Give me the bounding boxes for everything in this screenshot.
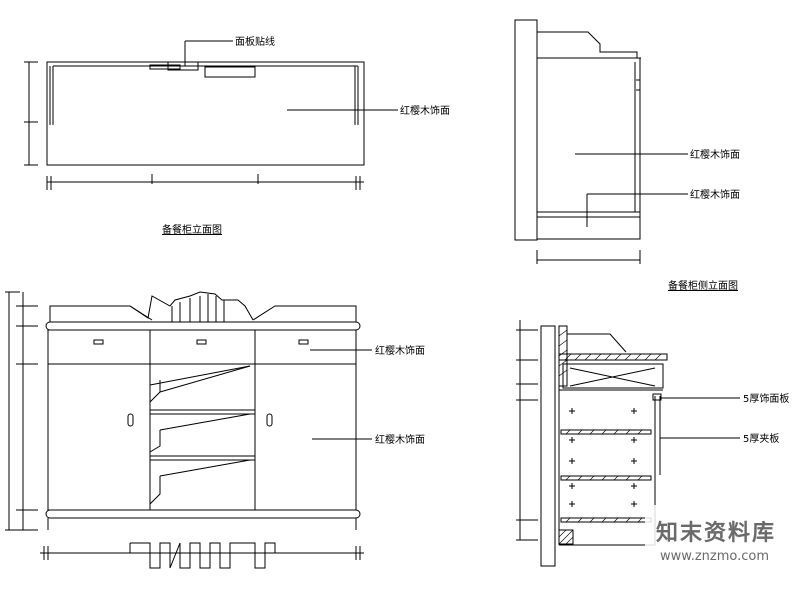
side-elevation [514,19,688,264]
watermark-url: www.znzmo.com [660,549,769,564]
front-elevation-top [24,40,398,190]
label-drawer-veneer: 红樱木饰面 [375,344,425,357]
label-veneer-front-top: 红樱木饰面 [400,104,450,117]
watermark-text: 知末资料库 [656,520,776,546]
label-panel-line: 面板贴线 [235,35,275,48]
title-front-elevation: 备餐柜立面图 [162,223,222,236]
label-veneer-side-1: 红樱木饰面 [690,148,740,161]
front-elevation-bottom [5,291,372,569]
section-view [516,320,740,567]
label-5mm-veneer-board: 5厚饰面板 [743,392,789,405]
label-veneer-side-2: 红樱木饰面 [690,188,740,201]
label-door-veneer: 红樱木饰面 [375,433,425,446]
label-5mm-plywood: 5厚夹板 [743,432,779,445]
watermark: 知末资料库 www.znzmo.com [645,505,800,565]
title-side-elevation: 备餐柜侧立面图 [668,279,738,292]
